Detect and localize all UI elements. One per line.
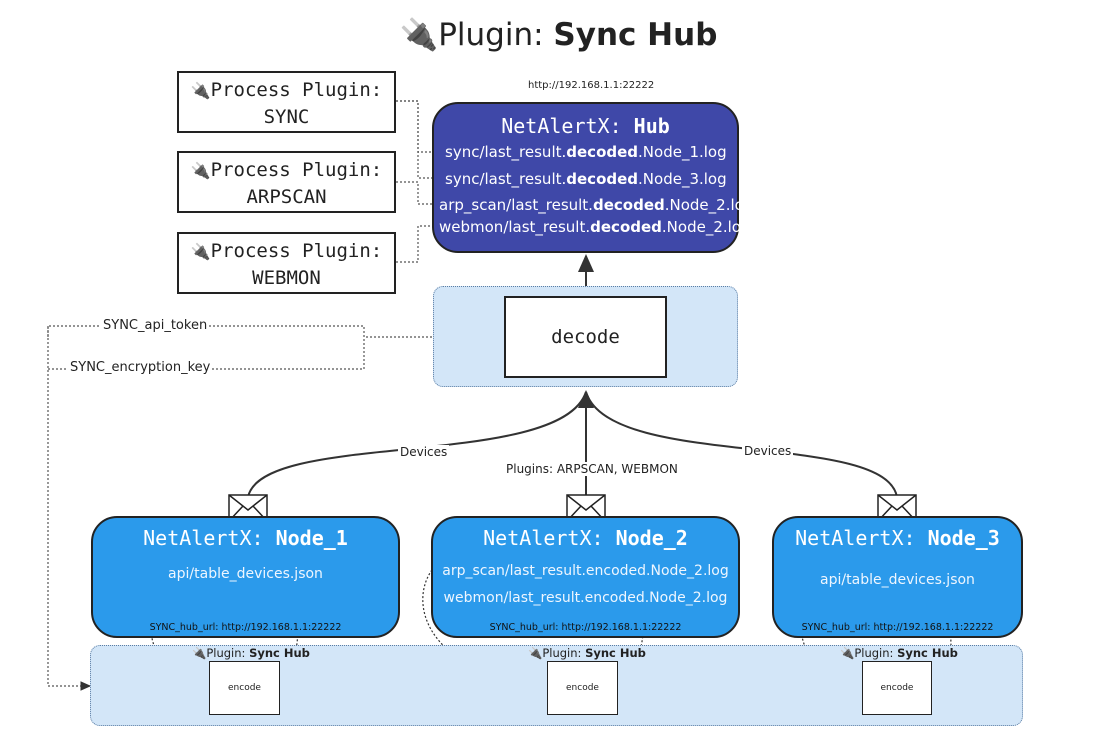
hub-file-bold: decoded [566, 170, 639, 188]
devices-label-right: Devices [742, 444, 794, 458]
encode-box: encode [547, 661, 618, 715]
plugins-label: Plugins: ARPSCAN, WEBMON [504, 462, 680, 476]
hub-file-bold: decoded [590, 218, 662, 236]
node-heading-prefix: NetAlertX: [483, 526, 616, 550]
hub-file: sync/last_result.decoded.Node_1.log [445, 143, 727, 161]
node-hub-url: SYNC_hub_url: http://192.168.1.1:22222 [801, 622, 994, 633]
node-heading-name: Node_1 [275, 526, 348, 550]
decode-box: decode [504, 296, 667, 378]
process-plugin-sync: 🔌Process Plugin: SYNC [177, 71, 396, 133]
hub-file: arp_scan/last_result.decoded.Node_2.log [439, 196, 753, 214]
page-title: 🔌Plugin: Sync Hub [0, 16, 1117, 53]
edge-webmon-to-hub [396, 221, 445, 263]
process-plugin-name: SYNC [263, 106, 310, 128]
hub-url: http://192.168.1.1:22222 [528, 80, 655, 91]
node-2: NetAlertX: Node_2 arp_scan/last_result.e… [431, 516, 740, 638]
node-plugin-label: 🔌Plugin: Sync Hub [528, 646, 646, 660]
process-plugin-label: Process Plugin: [210, 240, 383, 262]
node-plugin-prefix: Plugin: [854, 646, 898, 660]
encode-box: encode [209, 661, 280, 715]
node-file: api/table_devices.json [168, 566, 323, 582]
encryption-key-label: SYNC_encryption_key [68, 360, 213, 375]
process-plugin-webmon: 🔌Process Plugin: WEBMON [177, 232, 396, 294]
node-1: NetAlertX: Node_1 api/table_devices.json… [91, 516, 400, 638]
plug-icon: 🔌 [528, 646, 543, 660]
node-heading: NetAlertX: Node_1 [93, 526, 398, 550]
edge-sync-to-hub-2 [396, 100, 445, 183]
hub-heading: NetAlertX: Hub [434, 114, 737, 138]
node-plugin-prefix: Plugin: [542, 646, 586, 660]
node-plugin-name: Sync Hub [249, 646, 310, 660]
hub-file-bold: decoded [592, 196, 665, 214]
node-file: api/table_devices.json [820, 572, 975, 588]
node-file: webmon/last_result.encoded.Node_2.log [443, 590, 728, 606]
api-token-label: SYNC_api_token [101, 318, 210, 333]
process-plugin-label: Process Plugin: [210, 159, 383, 181]
hub-node: NetAlertX: Hub [432, 102, 739, 253]
edge-token-to-decode [47, 325, 506, 342]
node-heading-prefix: NetAlertX: [795, 526, 928, 550]
edge-sync-to-hub [396, 100, 445, 157]
hub-heading-prefix: NetAlertX: [501, 114, 634, 138]
hub-file-suffix: .Node_2.log [661, 218, 751, 236]
hub-file-suffix: .Node_2.log [664, 196, 754, 214]
hub-file-bold: decoded [566, 143, 639, 161]
node-heading: NetAlertX: Node_3 [774, 526, 1021, 550]
hub-file-path: sync/last_result. [445, 143, 567, 161]
title-name: Sync Hub [553, 17, 718, 53]
node-plugin-label: 🔌Plugin: Sync Hub [192, 646, 310, 660]
plug-icon: 🔌 [840, 646, 855, 660]
node-hub-url: SYNC_hub_url: http://192.168.1.1:22222 [149, 622, 342, 633]
plug-icon: 🔌 [190, 81, 211, 100]
title-prefix: Plugin: [438, 17, 554, 53]
process-plugin-arpscan: 🔌Process Plugin: ARPSCAN [177, 151, 396, 213]
encode-box: encode [862, 661, 932, 715]
node-heading: NetAlertX: Node_2 [433, 526, 738, 550]
node-plugin-name: Sync Hub [585, 646, 646, 660]
edge-key-to-cluster [47, 326, 92, 691]
plug-icon: 🔌 [192, 646, 207, 660]
plug-icon: 🔌 [190, 161, 211, 180]
node-plugin-prefix: Plugin: [206, 646, 250, 660]
node-heading-prefix: NetAlertX: [143, 526, 276, 550]
plug-icon: 🔌 [399, 17, 439, 53]
hub-file: webmon/last_result.decoded.Node_2.log [439, 218, 751, 236]
hub-file-path: arp_scan/last_result. [439, 196, 593, 214]
hub-file: sync/last_result.decoded.Node_3.log [445, 170, 727, 188]
node-hub-url: SYNC_hub_url: http://192.168.1.1:22222 [489, 622, 682, 633]
node-3: NetAlertX: Node_3 api/table_devices.json… [772, 516, 1023, 638]
hub-file-suffix: .Node_1.log [638, 143, 727, 161]
hub-heading-name: Hub [633, 114, 670, 138]
node-plugin-label: 🔌Plugin: Sync Hub [840, 646, 958, 660]
process-plugin-name: ARPSCAN [246, 186, 327, 208]
hub-file-suffix: .Node_3.log [638, 170, 727, 188]
process-plugin-label: Process Plugin: [210, 79, 383, 101]
node-heading-name: Node_2 [615, 526, 688, 550]
node-plugin-name: Sync Hub [897, 646, 958, 660]
hub-file-path: sync/last_result. [445, 170, 567, 188]
devices-label-left: Devices [398, 445, 450, 459]
hub-file-path: webmon/last_result. [439, 218, 591, 236]
process-plugin-name: WEBMON [252, 267, 321, 289]
edge-arpscan-to-hub [396, 181, 445, 209]
node-heading-name: Node_3 [927, 526, 1000, 550]
plug-icon: 🔌 [190, 242, 211, 261]
node-file: arp_scan/last_result.encoded.Node_2.log [442, 563, 729, 579]
